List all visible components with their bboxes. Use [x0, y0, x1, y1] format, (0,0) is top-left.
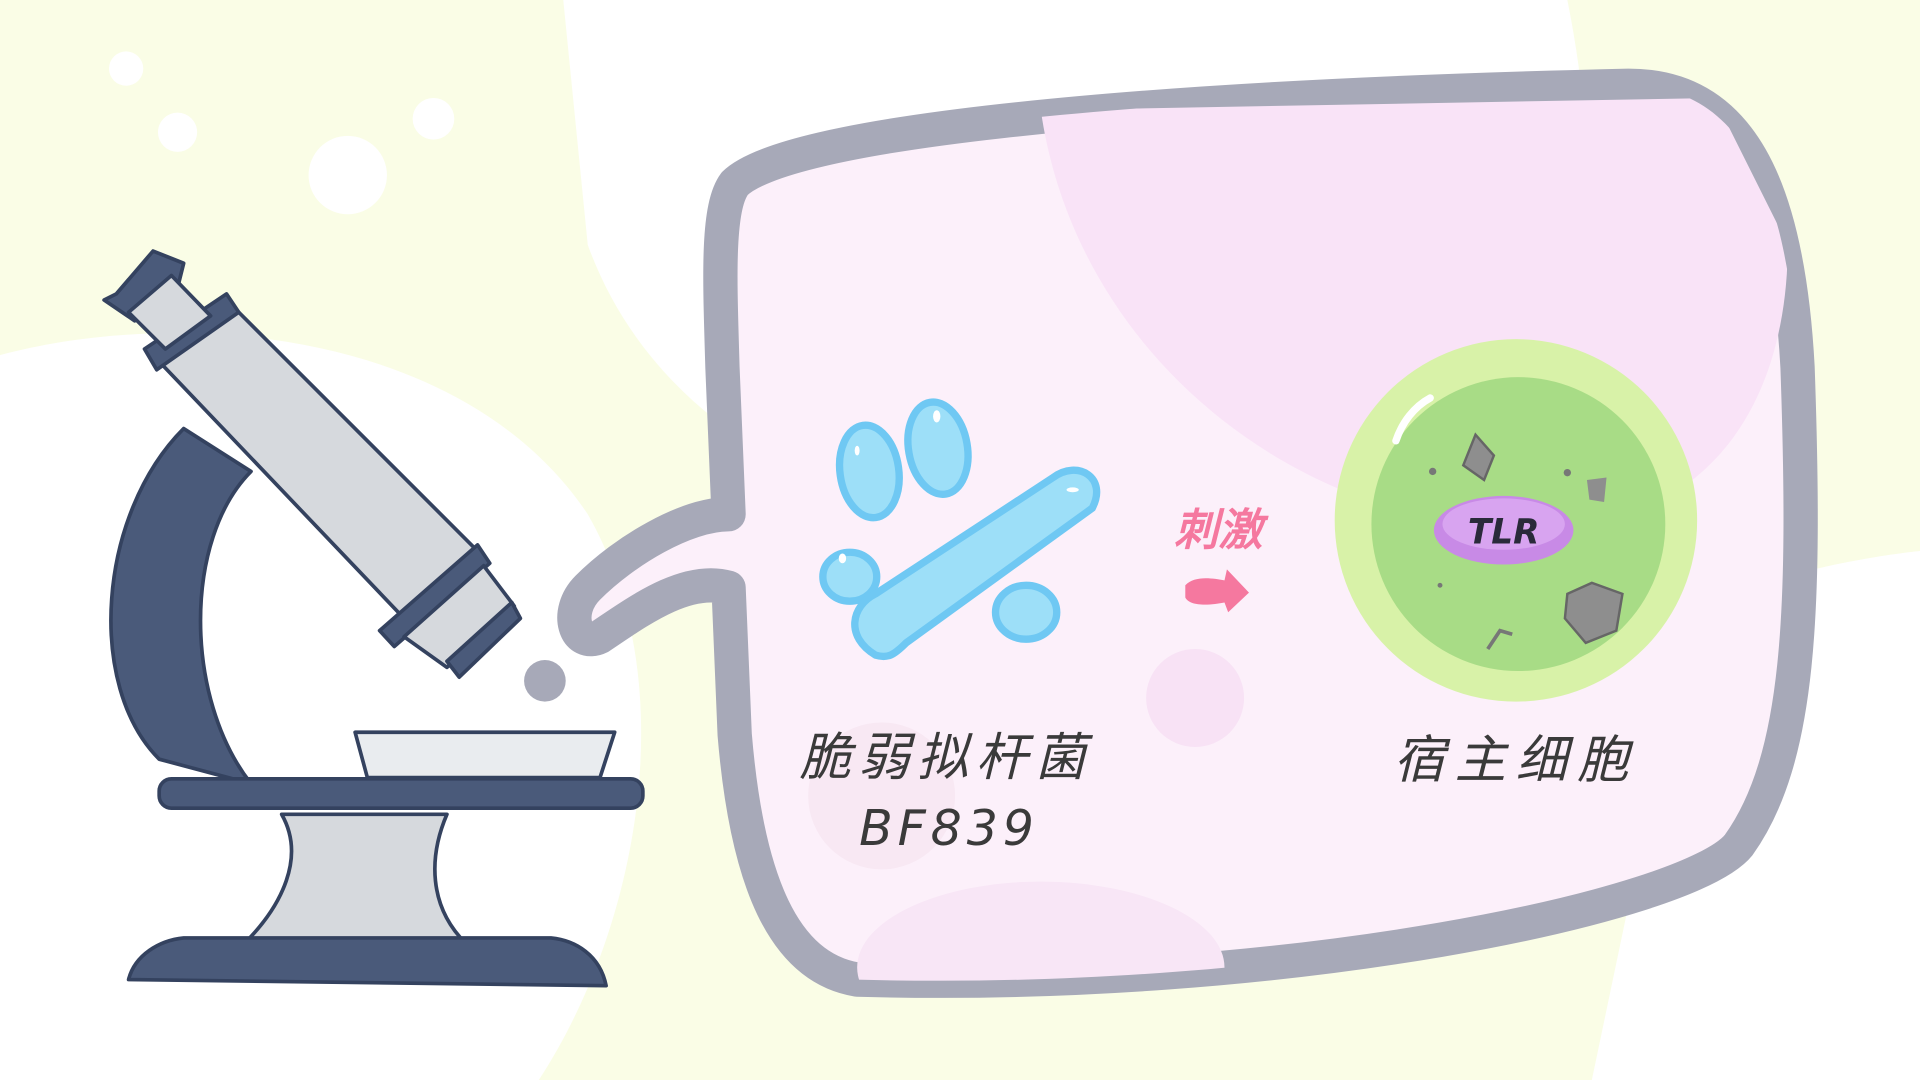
magnified-view-bubble — [557, 68, 1818, 998]
bubble-dot — [412, 97, 455, 140]
host-cell: TLR — [1334, 339, 1698, 702]
organelle — [1563, 581, 1624, 645]
rod-bacterium — [851, 466, 1101, 661]
bubble-dot — [157, 112, 198, 152]
bacterium — [991, 581, 1061, 643]
bacterium — [904, 398, 972, 498]
microscope-icon — [102, 249, 645, 988]
organelle — [1461, 432, 1496, 482]
bacterium — [819, 548, 881, 605]
organelle — [1586, 477, 1607, 503]
bacteria-name-label: 脆弱拟杆菌 — [800, 728, 1094, 788]
bacteria-strain-label: BF839 — [859, 800, 1039, 857]
arrow-right-icon — [1185, 569, 1249, 613]
bubble-dot — [108, 51, 144, 86]
stimulus-label: 刺激 — [1174, 505, 1269, 556]
bubble-dot — [308, 135, 387, 215]
host-cell-label: 宿主细胞 — [1394, 731, 1639, 791]
bacteria-cluster — [819, 398, 1101, 661]
tlr-label: TLR — [1468, 513, 1540, 553]
bacterium — [835, 421, 903, 522]
